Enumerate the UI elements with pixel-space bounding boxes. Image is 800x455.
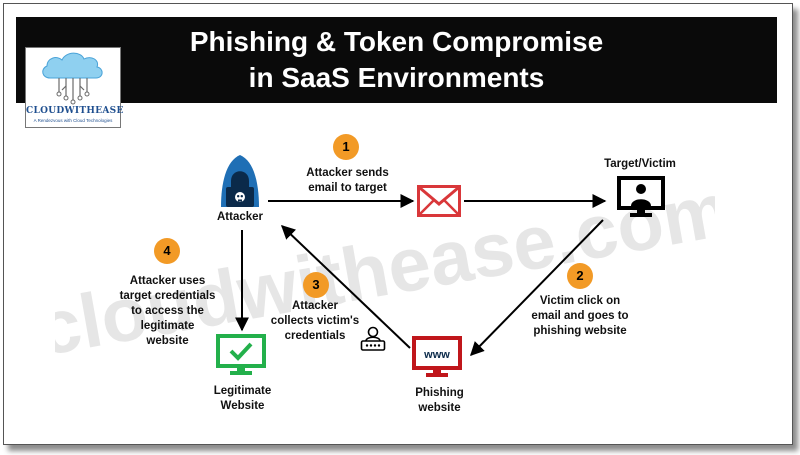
- legitimate-label-line2: Website: [220, 400, 265, 412]
- step-3-line1: Attacker: [291, 300, 339, 312]
- target-label: Target/Victim: [604, 158, 676, 170]
- step-4-line2: target credentials: [119, 290, 216, 302]
- logo-tagline: A Rendezvous with Cloud Technologies: [33, 118, 113, 123]
- victim-computer-icon: [617, 176, 665, 217]
- phishing-label-line2: website: [418, 402, 461, 414]
- step-2-badge: 2: [567, 263, 593, 289]
- phishing-website-icon: www: [412, 336, 462, 377]
- logo-name: CLOUDWITHEASE: [26, 106, 124, 116]
- step-1-line1: Attacker sends: [306, 167, 389, 179]
- title-banner: Phishing & Token Compromise in SaaS Envi…: [16, 17, 777, 103]
- arrow-target-to-phishing: [470, 219, 604, 357]
- cloudwithease-logo: CLOUDWITHEASE A Rendezvous with Cloud Te…: [25, 47, 124, 128]
- step-2-line1: Victim click on: [539, 295, 621, 307]
- attacker-label: Attacker: [216, 211, 264, 223]
- credentials-user-icon: [360, 326, 386, 351]
- phishing-label-line1: Phishing: [415, 387, 464, 399]
- cloud-circuit-icon: [42, 52, 103, 105]
- email-envelope-icon: [417, 185, 461, 217]
- step-1-badge: 1: [333, 134, 359, 160]
- legitimate-label-line1: Legitimate: [213, 385, 272, 397]
- step-4-line4: legitimate: [140, 320, 195, 332]
- title-line-2: in SaaS Environments: [248, 62, 545, 93]
- step-4-line1: Attacker uses: [129, 275, 206, 287]
- step-3-line3: credentials: [284, 330, 346, 342]
- step-4-line5: website: [146, 335, 189, 347]
- arrow-phishing-to-attacker: [280, 225, 411, 349]
- title-line-1: Phishing & Token Compromise: [189, 26, 604, 57]
- hacker-icon: [221, 155, 259, 207]
- phishing-www-text: www: [423, 349, 450, 361]
- step-1-line2: email to target: [308, 182, 387, 194]
- step-2-line2: email and goes to: [531, 310, 629, 322]
- step-2-line3: phishing website: [533, 325, 627, 337]
- legitimate-website-icon: [216, 334, 266, 375]
- step-3-badge: 3: [303, 272, 329, 298]
- step-4-badge: 4: [154, 238, 180, 264]
- step-4-line3: to access the: [131, 305, 204, 317]
- step-3-line2: collects victim's: [270, 315, 360, 327]
